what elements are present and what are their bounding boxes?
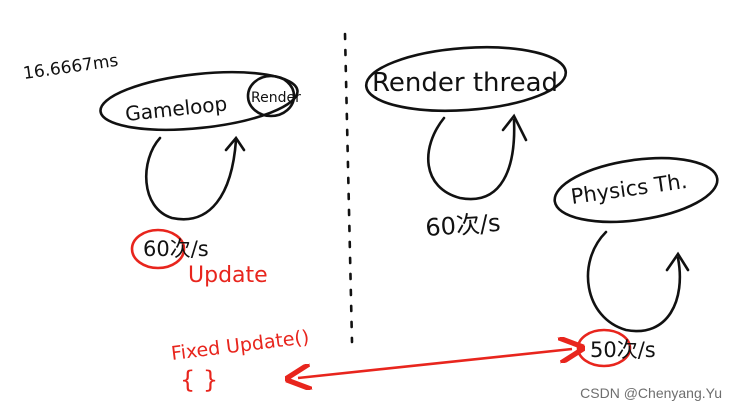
- update-label: Update: [188, 263, 268, 288]
- physics-rate: 50次/s: [590, 338, 656, 362]
- render-thread-arrowhead: [501, 113, 528, 142]
- gameloop-arrowhead: [224, 135, 246, 152]
- rate-circle-60: [130, 228, 186, 270]
- gameloop-rate: 60次/s: [143, 237, 209, 261]
- physics-thread-label: Physics Th.: [569, 169, 688, 209]
- csdn-watermark: CSDN @Chenyang.Yu: [580, 385, 722, 401]
- fixed-update-double-arrow: [298, 349, 572, 378]
- gameloop-ellipse: [99, 70, 299, 132]
- render-thread-ellipse: [364, 45, 568, 113]
- render-thread-label: Render thread: [372, 68, 558, 98]
- physics-arrowhead: [665, 251, 690, 272]
- render-circle: [246, 74, 296, 118]
- render-thread-rate: 60次/s: [424, 209, 501, 242]
- gameloop-label: Gameloop: [124, 91, 228, 126]
- fixed-update-braces: { }: [180, 366, 218, 394]
- divider-dashed-line: [343, 32, 354, 344]
- physics-loop-arrow: [586, 230, 682, 333]
- gameloop-loop-arrow: [144, 136, 238, 221]
- render-thread-loop-arrow: [427, 116, 516, 201]
- fixed-update-label: Fixed Update(): [170, 326, 311, 365]
- frame-time-label: 16.6667ms: [22, 51, 120, 84]
- physics-thread-ellipse: [553, 156, 719, 224]
- render-label: Render: [251, 90, 301, 106]
